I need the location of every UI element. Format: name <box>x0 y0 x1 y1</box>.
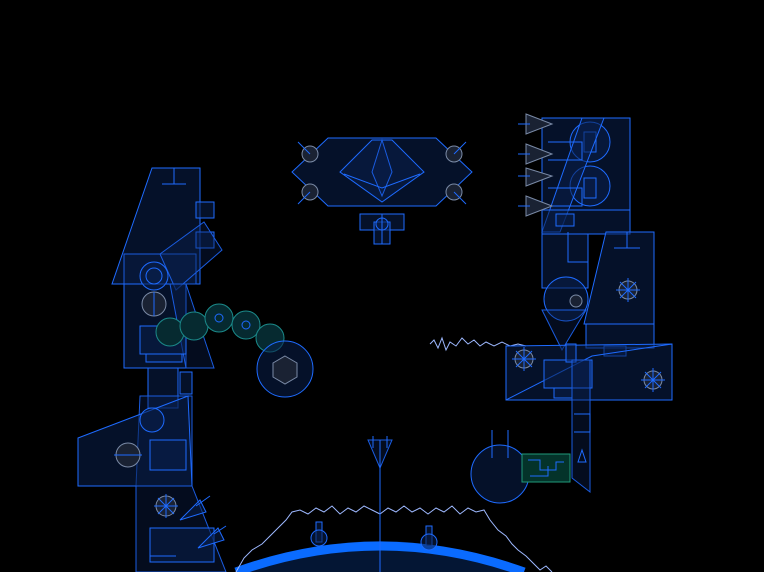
circuit-board-icon <box>521 453 571 483</box>
shield-generator-icon <box>256 340 314 398</box>
shield-generator-icon <box>470 430 530 504</box>
ship-hull-icon <box>291 137 473 245</box>
antenna-icon <box>310 436 438 572</box>
ship-hull-icon <box>77 167 227 572</box>
turret-icon <box>114 442 227 549</box>
gear-icon <box>512 278 665 392</box>
turret-icon <box>297 141 467 205</box>
gear-icon <box>154 494 178 518</box>
ship-hull-icon <box>505 117 673 494</box>
engine-icon <box>518 113 554 217</box>
engine-icon <box>155 303 285 353</box>
terrain-outline-icon <box>235 336 553 572</box>
